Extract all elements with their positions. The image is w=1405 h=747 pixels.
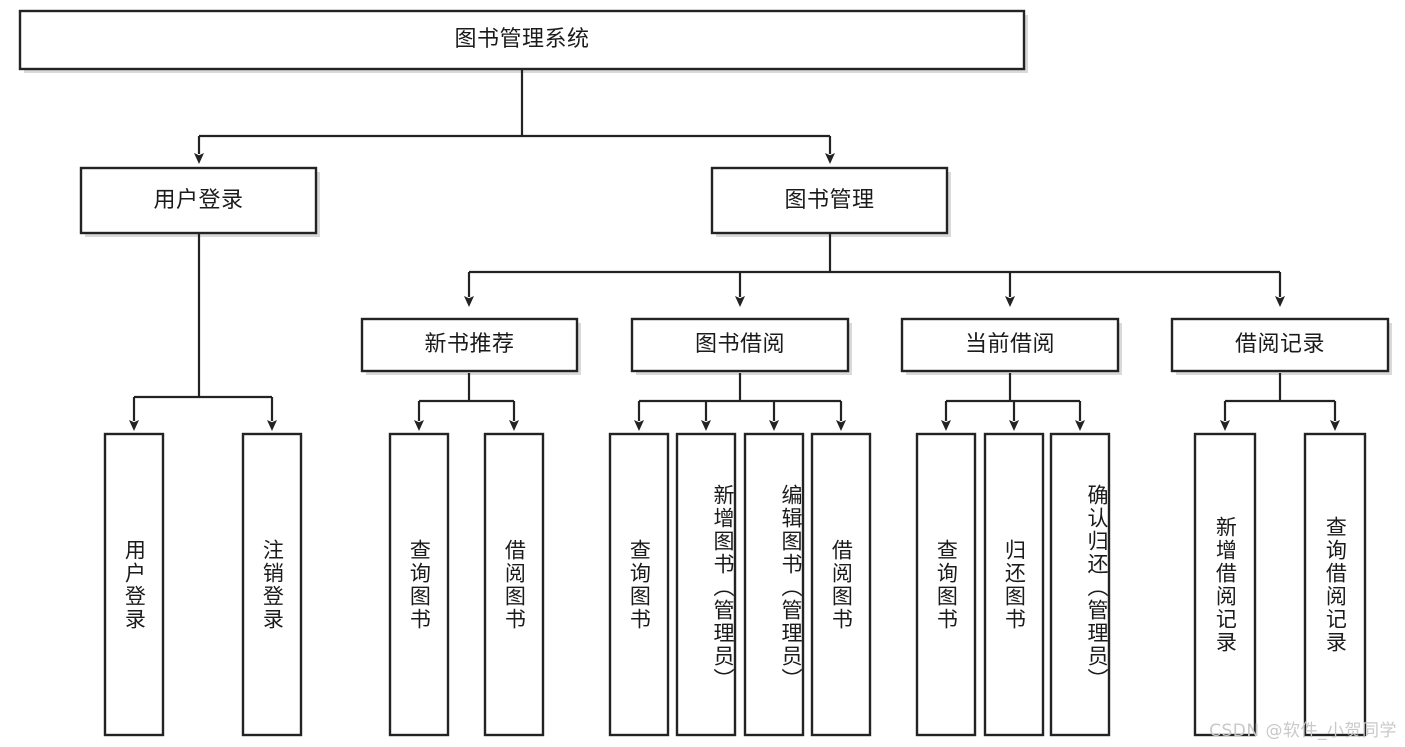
csdn-watermark: CSDN @软件_小贺同学 xyxy=(1209,721,1397,741)
leaf-box-book-borrow-2 xyxy=(743,432,805,737)
edges-book-borrow xyxy=(634,373,846,431)
node-book-borrow xyxy=(630,317,850,373)
leaf-box-borrow-record-1 xyxy=(1303,432,1367,737)
edges-new-book xyxy=(414,373,519,431)
leaf-box-borrow-record-0 xyxy=(1193,432,1257,737)
leaf-box-new-book-1 xyxy=(483,432,545,737)
node-borrow-record xyxy=(1170,317,1390,373)
leaf-box-user-login-0 xyxy=(103,432,165,737)
leaf-box-current-borrow-1 xyxy=(983,432,1045,737)
leaf-box-current-borrow-0 xyxy=(915,432,977,737)
leaf-box-book-borrow-1 xyxy=(675,432,737,737)
edges-current-borrow xyxy=(941,373,1085,431)
node-book-manage xyxy=(710,166,949,235)
leaf-box-current-borrow-2 xyxy=(1049,432,1111,737)
leaf-box-book-borrow-0 xyxy=(608,432,670,737)
leaf-box-user-login-1 xyxy=(241,432,303,737)
edges-user-login xyxy=(129,233,277,431)
node-user-login xyxy=(79,166,318,235)
leaf-box-book-borrow-3 xyxy=(810,432,872,737)
node-root xyxy=(18,9,1026,71)
leaf-box-new-book-0 xyxy=(388,432,450,737)
node-current-borrow xyxy=(900,317,1120,373)
node-new-book-recommend xyxy=(360,317,579,373)
edges-book-manage xyxy=(464,233,1285,307)
edges-borrow-record xyxy=(1220,373,1340,431)
edges-root xyxy=(194,69,835,164)
